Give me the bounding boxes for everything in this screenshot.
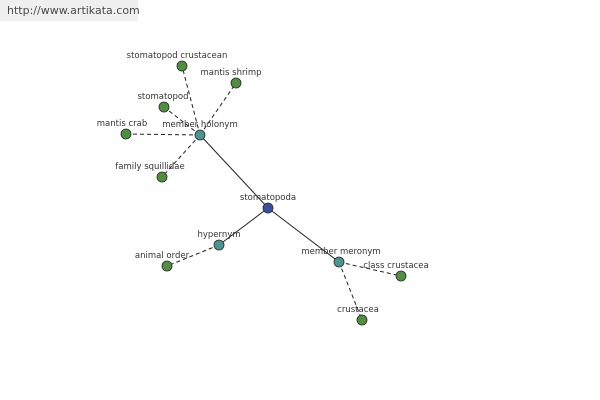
label-member-holonym[interactable]: member holonym: [162, 120, 237, 130]
edge-member-holonym-family-squillidae: [161, 134, 201, 178]
edge-member-holonym-stomatopod-crustacean: [181, 65, 201, 136]
nodes-layer: [120, 60, 407, 326]
label-animal-order[interactable]: animal order: [135, 251, 190, 261]
labels-layer: stomatopoda member holonym stomatopod crus…: [97, 51, 429, 315]
label-stomatopoda[interactable]: stomatopoda: [240, 193, 296, 203]
label-family-squillidae[interactable]: family squillidae: [115, 162, 184, 172]
label-stomatopod[interactable]: stomatopod: [138, 92, 189, 102]
edge-member-holonym-stomatopod: [163, 106, 201, 136]
edge-member-meronym-crustacea: [338, 261, 363, 321]
node-class-crustacea[interactable]: [395, 270, 407, 282]
edge-member-holonym-mantis-shrimp: [199, 82, 237, 136]
node-hypernym[interactable]: [213, 239, 225, 251]
label-hypernym[interactable]: hypernym: [197, 230, 240, 240]
node-family-squillidae[interactable]: [156, 171, 168, 183]
node-mantis-crab[interactable]: [120, 128, 132, 140]
edge-hypernym-animal-order: [166, 244, 220, 267]
node-member-holonym[interactable]: [194, 129, 206, 141]
edge-member-holonym-mantis-crab: [125, 133, 201, 136]
label-mantis-crab[interactable]: mantis crab: [97, 119, 147, 129]
edges-layer: [125, 65, 402, 321]
watermark: http://www.artikata.com: [0, 0, 140, 21]
label-class-crustacea[interactable]: class crustacea: [363, 261, 428, 271]
label-mantis-shrimp[interactable]: mantis shrimp: [200, 68, 261, 78]
node-crustacea[interactable]: [356, 314, 368, 326]
label-member-meronym[interactable]: member meronym: [301, 247, 380, 257]
node-member-meronym[interactable]: [333, 256, 345, 268]
label-stomatopod-crustacean[interactable]: stomatopod crustacean: [127, 51, 228, 61]
node-stomatopod[interactable]: [158, 101, 170, 113]
node-stomatopoda[interactable]: [262, 202, 274, 214]
edge-member-meronym-class-crustacea: [338, 261, 402, 277]
edge-stomatopoda-member-holonym: [199, 134, 269, 209]
edge-stomatopoda-member-meronym: [267, 207, 340, 263]
node-animal-order[interactable]: [161, 260, 173, 272]
edge-stomatopoda-hypernym: [218, 207, 269, 246]
node-stomatopod-crustacean[interactable]: [176, 60, 188, 72]
label-crustacea[interactable]: crustacea: [337, 305, 379, 315]
node-mantis-shrimp[interactable]: [230, 77, 242, 89]
